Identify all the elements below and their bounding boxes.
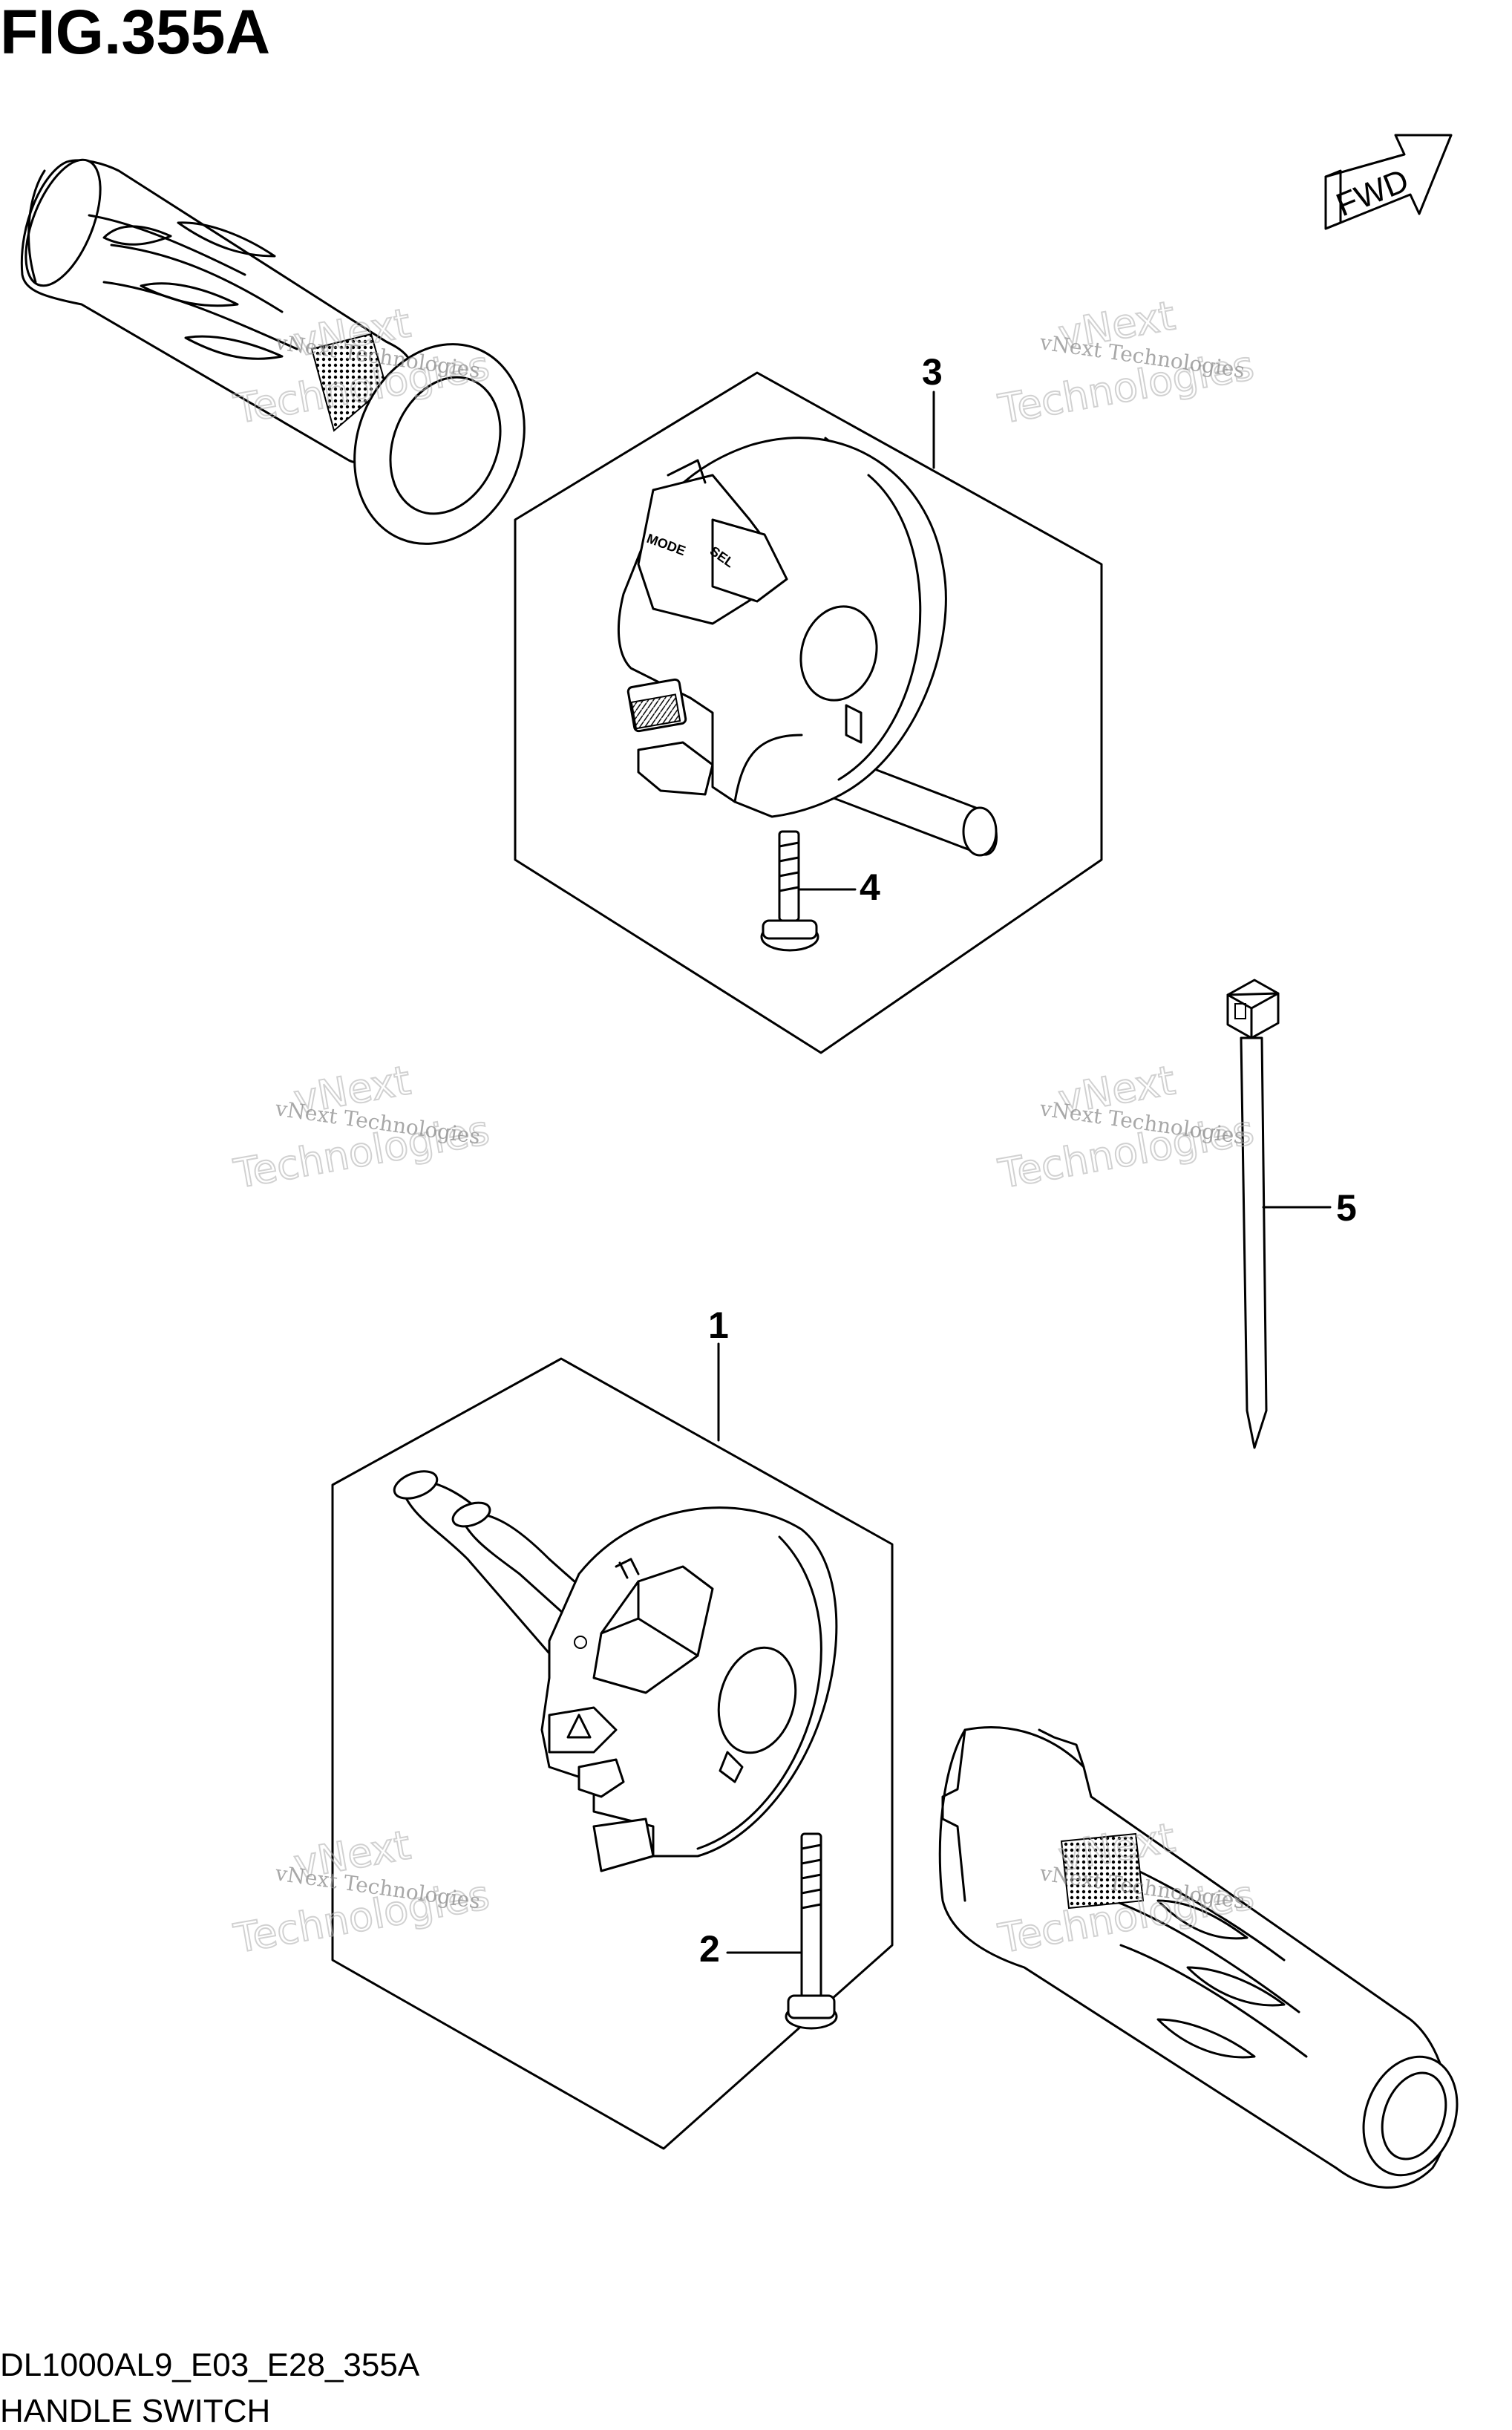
callout-label-4: 4 xyxy=(860,866,880,908)
right-handle-switch-assembly: MODE SEL xyxy=(514,371,1103,1054)
watermark-top-right: Technologies vNext vNext Technologies xyxy=(994,291,1258,434)
assembly-outline-3 xyxy=(514,371,1103,1054)
figure-name: HANDLE SWITCH xyxy=(0,2393,270,2429)
left-handle-switch-assembly xyxy=(331,1357,894,2150)
cable-tie-drawing xyxy=(1226,979,1280,1449)
watermark-bottom-left: Technologies vNext vNext Technologies xyxy=(229,1820,494,1963)
forward-arrow-icon: FWD xyxy=(1324,134,1453,230)
callout-label-5: 5 xyxy=(1336,1187,1357,1229)
watermark-middle-right: Technologies vNext vNext Technologies xyxy=(994,1056,1258,1198)
left-grip-drawing xyxy=(20,158,526,545)
callout-4: 4 xyxy=(799,866,880,908)
callout-label-2: 2 xyxy=(699,1928,720,1970)
assembly-outline-1 xyxy=(331,1357,894,2150)
callout-5: 5 xyxy=(1262,1187,1357,1229)
callout-3: 3 xyxy=(922,351,943,469)
callout-label-1: 1 xyxy=(708,1304,729,1346)
callout-label-3: 3 xyxy=(922,351,943,393)
callout-1: 1 xyxy=(708,1304,729,1442)
watermark-middle-left: Technologies vNext vNext Technologies xyxy=(229,1056,494,1198)
figure-code: DL1000AL9_E03_E28_355A xyxy=(0,2347,420,2383)
right-grip-drawing xyxy=(938,1726,1459,2189)
figure-title: FIG.355A xyxy=(0,0,270,67)
callout-2: 2 xyxy=(699,1928,802,1970)
